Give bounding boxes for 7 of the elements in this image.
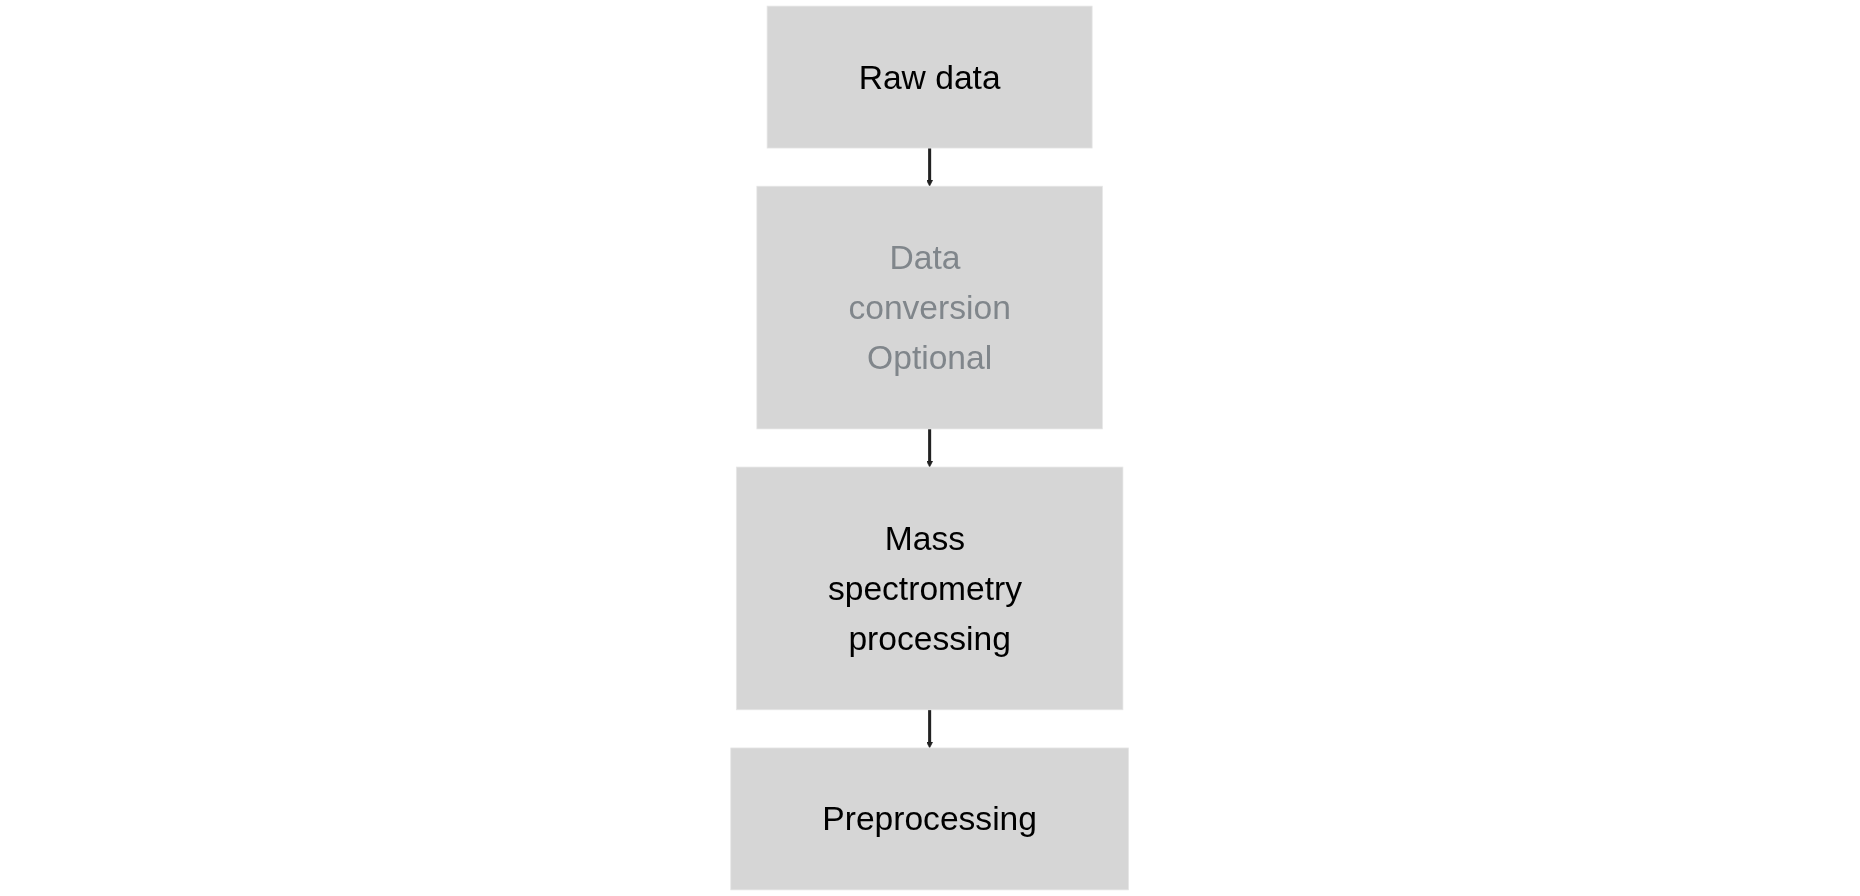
node-box: Data conversion Optional (756, 185, 1104, 430)
arrow (926, 148, 934, 187)
node-box: Mass spectrometry processing (736, 466, 1124, 711)
arrow (926, 428, 934, 468)
node-box: Preprocessing (730, 747, 1130, 891)
node-box: Raw data (767, 5, 1093, 149)
arrow (926, 709, 934, 749)
